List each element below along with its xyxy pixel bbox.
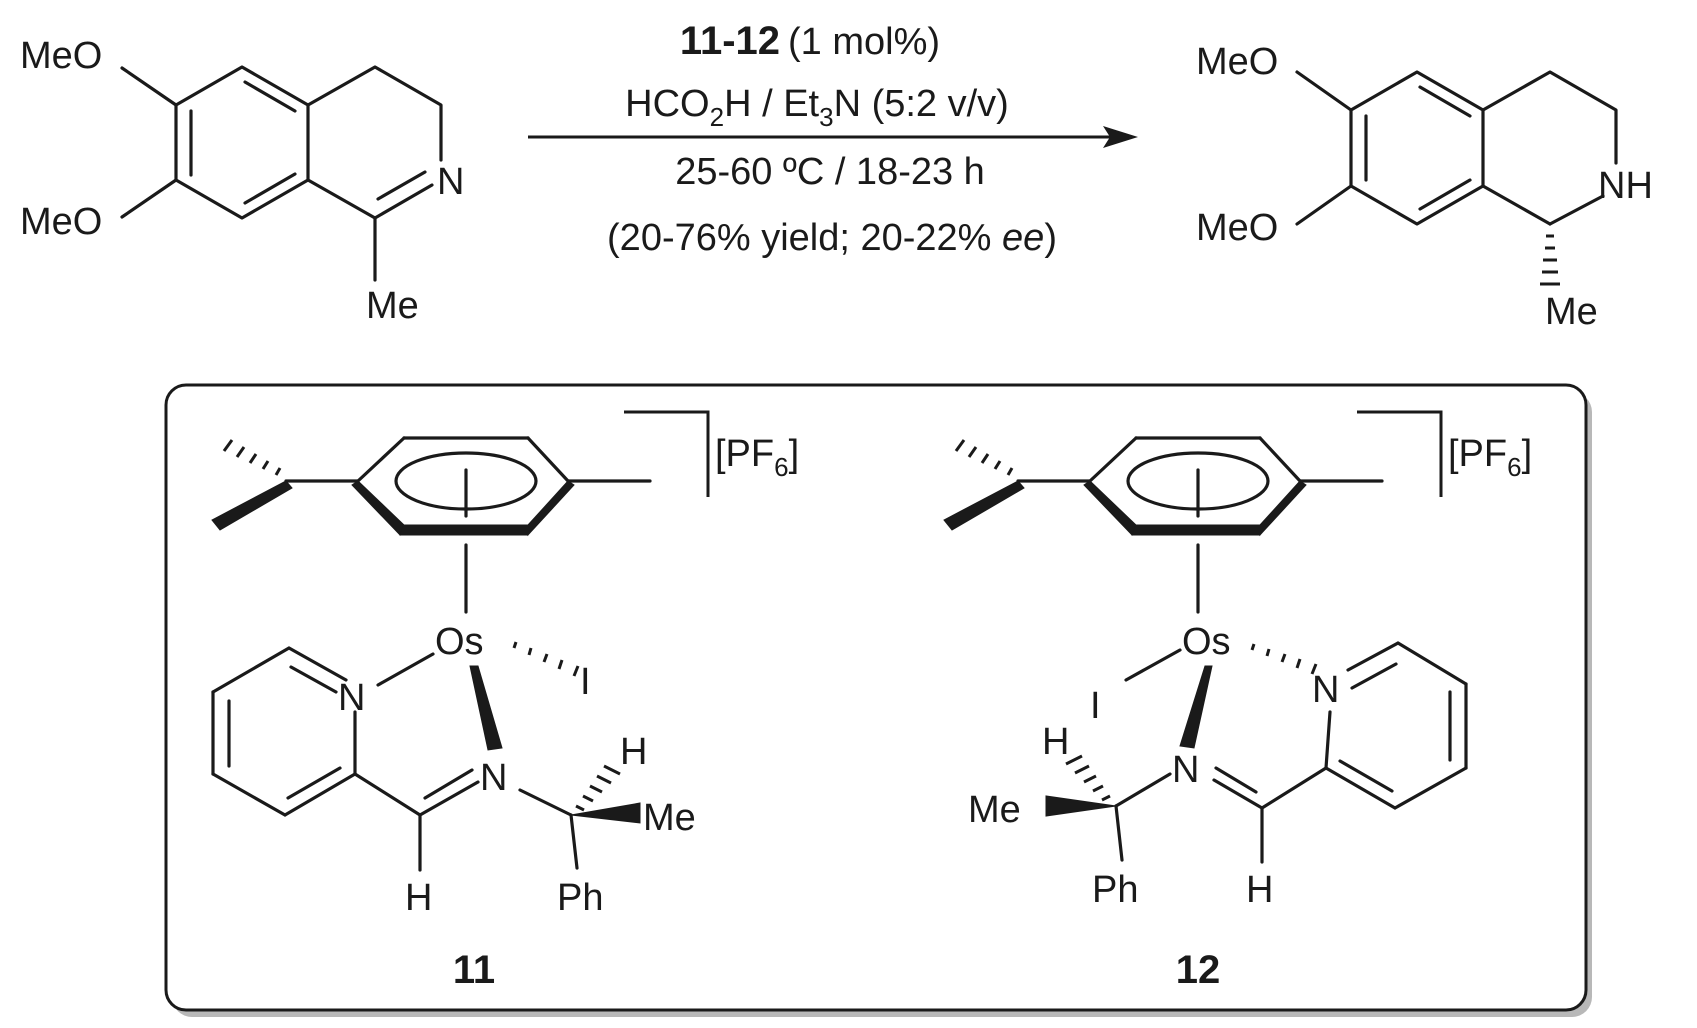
pyridine-n-12: N [1312, 669, 1339, 711]
sm-methyl: Me [366, 285, 419, 327]
imine-h-12: H [1246, 869, 1273, 911]
product: MeO MeO NH Me [1196, 41, 1653, 333]
counterion-12: [PF6] [1448, 433, 1532, 482]
counterion-12-text: [PF [1448, 433, 1507, 475]
catalyst-range: 11-12 [680, 19, 780, 63]
compound-label-11: 11 [453, 948, 495, 992]
reagent-line: HCO2H / Et3N (5:2 v/v) [625, 83, 1009, 132]
catalyst-box [164, 383, 1588, 1012]
counterion-12-sub: 6 [1507, 452, 1521, 482]
counterion-11-close: ] [789, 433, 800, 475]
temperature-time: 25-60 ºC / 18-23 h [675, 151, 985, 193]
yield-ee: ee [1002, 217, 1044, 259]
sm-imine-n: N [437, 161, 464, 203]
starting-material: MeO MeO N Me [20, 35, 464, 327]
product-meo-top: MeO [1196, 41, 1278, 83]
complex-11: [PF6] Os I N [211, 410, 799, 992]
os-pyridine-hash-12 [1250, 643, 1318, 675]
cymene-ring-12 [943, 436, 1384, 537]
stereo-hash-11 [575, 764, 621, 812]
iodide-12: I [1090, 685, 1101, 727]
methyl-12: Me [968, 789, 1021, 831]
pyridine-11 [211, 646, 357, 817]
yield-suffix: ) [1044, 217, 1057, 259]
sm-meo-top: MeO [20, 35, 102, 77]
reagent-amine-sub: 3 [819, 102, 833, 132]
compound-label-12: 12 [1176, 948, 1221, 992]
reagent-formic: HCO [625, 83, 709, 125]
product-methyl: Me [1545, 291, 1598, 333]
phenyl-12: Ph [1092, 869, 1138, 911]
imine-h-11: H [405, 877, 432, 919]
reaction-arrow [528, 126, 1138, 148]
methyl-11: Me [643, 797, 696, 839]
imine-n-11: N [480, 757, 507, 799]
stereo-hash-12 [1065, 754, 1111, 802]
counterion-11: [PF6] [715, 433, 799, 482]
phenyl-11: Ph [557, 877, 603, 919]
os-iodide-hash-11 [512, 641, 580, 677]
reagent-formic-sub: 2 [710, 102, 724, 132]
product-nh: NH [1598, 165, 1653, 207]
product-meo-bottom: MeO [1196, 207, 1278, 249]
reagent-formic-tail: H / Et [724, 83, 819, 125]
catalyst-line: 11-12(1 mol%) [680, 19, 940, 63]
os-11: Os [435, 621, 484, 663]
iodide-11: I [580, 661, 591, 703]
yield-prefix: (20-76% yield; 20-22% [607, 217, 1002, 259]
sm-meo-bottom: MeO [20, 201, 102, 243]
pyridine-12 [1324, 641, 1468, 810]
stereo-h-11: H [620, 731, 647, 773]
counterion-12-close: ] [1522, 433, 1533, 475]
catalyst-loading: (1 mol%) [788, 21, 940, 63]
product-hashed-bond [1540, 234, 1560, 286]
reagent-amine-tail: N (5:2 v/v) [834, 83, 1009, 125]
stereo-h-12: H [1042, 721, 1069, 763]
counterion-11-text: [PF [715, 433, 774, 475]
complex-12: [PF6] Os N I N [943, 410, 1532, 992]
cymene-ring-11 [211, 436, 652, 537]
yield-line: (20-76% yield; 20-22% ee) [607, 217, 1057, 259]
counterion-11-sub: 6 [774, 452, 788, 482]
imine-n-12: N [1172, 749, 1199, 791]
pyridine-n-11: N [338, 677, 365, 719]
os-12: Os [1182, 621, 1231, 663]
